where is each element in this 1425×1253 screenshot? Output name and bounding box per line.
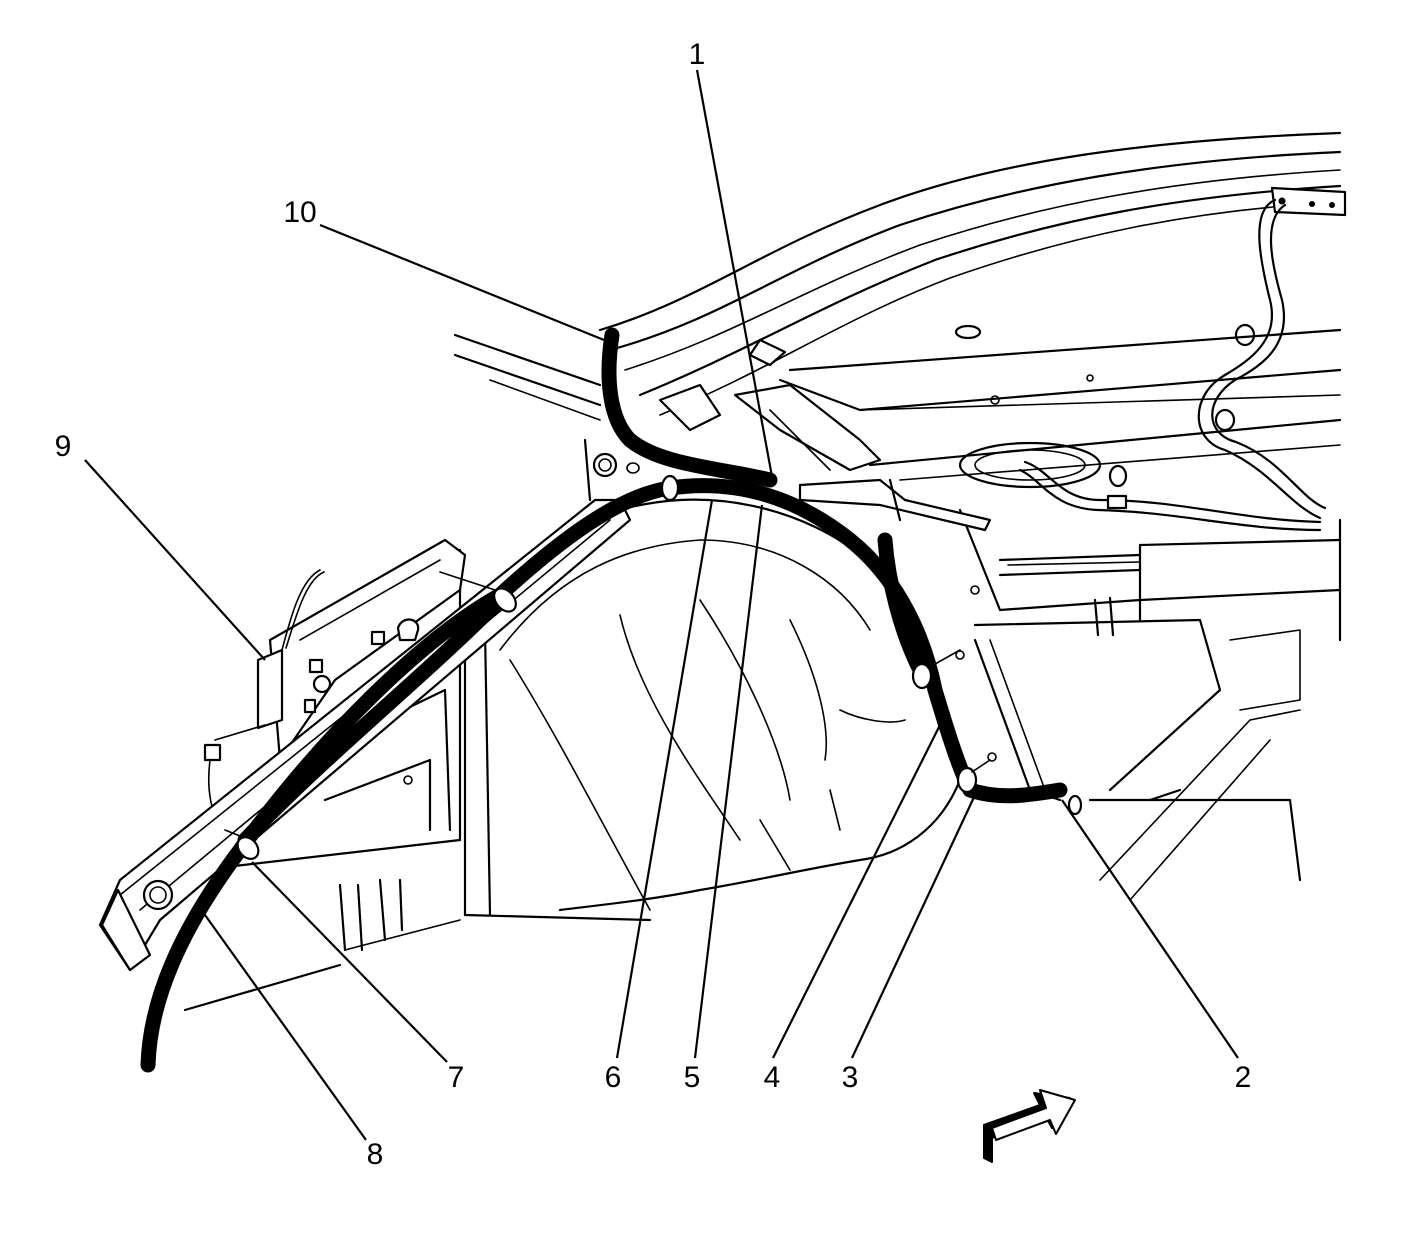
callout-5: 5 bbox=[683, 1061, 701, 1094]
leader-8 bbox=[204, 914, 367, 1141]
callout-6: 6 bbox=[604, 1061, 622, 1094]
forward-direction-arrow-icon bbox=[983, 1089, 1076, 1163]
leader-1 bbox=[695, 69, 775, 483]
callout-3: 3 bbox=[841, 1061, 859, 1094]
leader-7 bbox=[251, 861, 448, 1063]
callout-7: 7 bbox=[447, 1061, 465, 1094]
leader-5 bbox=[693, 504, 764, 1059]
leader-4 bbox=[772, 724, 941, 1059]
rear-panel bbox=[778, 186, 1347, 901]
callout-4: 4 bbox=[763, 1061, 781, 1094]
callout-10: 10 bbox=[283, 196, 317, 229]
wiring-harness bbox=[140, 327, 1083, 1073]
leader-lines bbox=[84, 69, 1239, 1141]
callout-8: 8 bbox=[366, 1138, 384, 1171]
pillar bbox=[453, 333, 992, 532]
callout-2: 2 bbox=[1234, 1061, 1252, 1094]
roof-rail bbox=[598, 131, 1342, 416]
leader-3 bbox=[851, 794, 976, 1059]
leader-9 bbox=[84, 459, 266, 661]
leader-6 bbox=[615, 499, 714, 1059]
leader-10 bbox=[319, 223, 605, 342]
callout-9: 9 bbox=[54, 430, 72, 463]
leader-2 bbox=[1061, 799, 1239, 1059]
callout-1: 1 bbox=[688, 38, 706, 71]
